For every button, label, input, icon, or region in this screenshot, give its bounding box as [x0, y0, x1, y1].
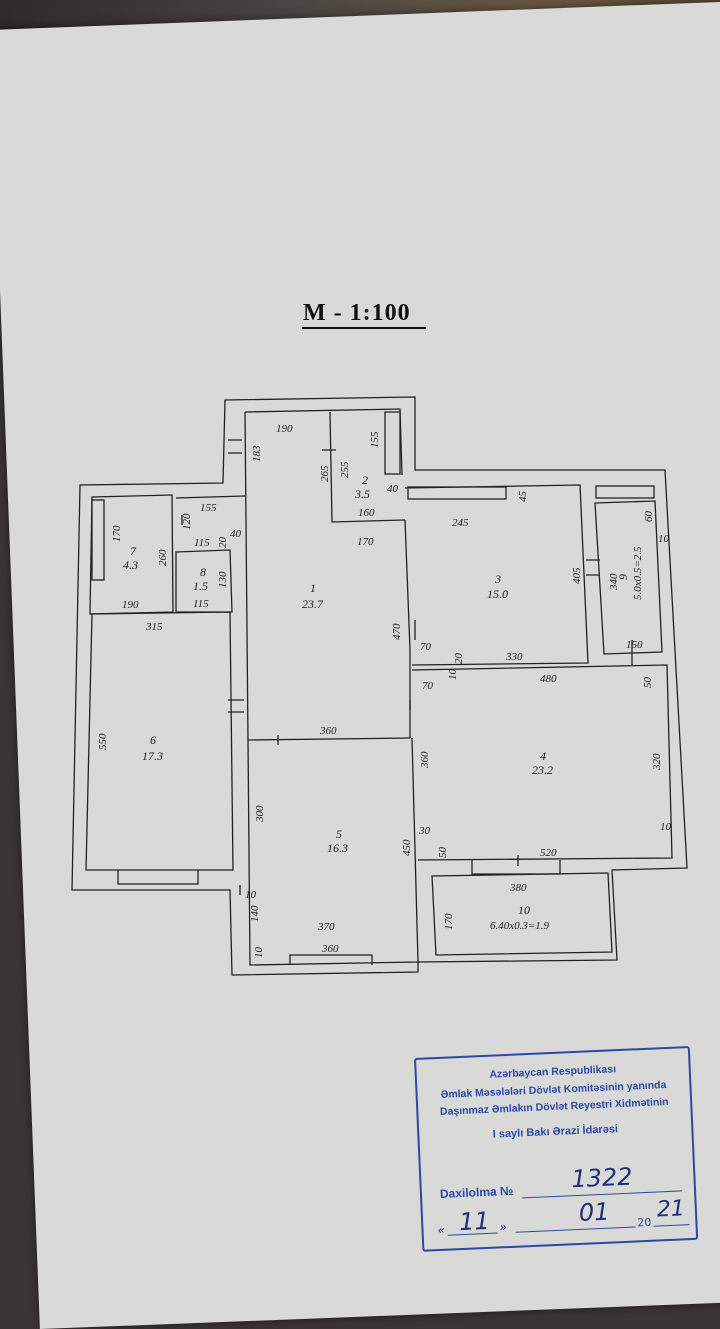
- dim-label: 550: [97, 733, 109, 750]
- year-prefix: 20: [637, 1215, 652, 1230]
- room-5-number: 5: [336, 827, 342, 841]
- dim-label: 70: [420, 641, 432, 653]
- stamp-line-4: I saylı Bakı Ərazi İdarəsi: [492, 1123, 619, 1141]
- dim-label: 265: [319, 465, 331, 482]
- room-7-area: 4.3: [123, 558, 138, 572]
- quote-close: »: [499, 1220, 508, 1235]
- room-6-area: 17.3: [142, 749, 163, 763]
- dim-label: 360: [321, 943, 339, 955]
- room-3-number: 3: [494, 572, 501, 586]
- date-year: 21: [656, 1196, 686, 1223]
- dim-label: 183: [251, 445, 263, 462]
- dim-label: 245: [452, 517, 469, 529]
- room-4-number: 4: [540, 749, 546, 763]
- dim-label: 360: [319, 725, 337, 737]
- dim-label: 140: [249, 905, 261, 922]
- dim-label: 10: [447, 669, 459, 681]
- dimension-labels: 190 183 265 255 155 40 160 170 245 45 60…: [97, 423, 672, 958]
- room-4-area: 23.2: [532, 763, 553, 777]
- dim-label: 60: [643, 511, 655, 523]
- dim-label: 10: [658, 533, 670, 545]
- scale-underline: [302, 327, 426, 329]
- dim-label: 70: [422, 680, 434, 692]
- dim-label: 170: [443, 913, 455, 930]
- registration-label: Daxilolma №: [439, 1183, 514, 1201]
- dim-label: 120: [181, 513, 193, 530]
- room-2-number: 2: [362, 473, 368, 487]
- dim-label: 130: [217, 571, 229, 588]
- room-1-area: 23.7: [302, 597, 324, 611]
- date-day: 11: [458, 1206, 491, 1237]
- outer-wall: [71, 396, 688, 976]
- dim-label: 380: [509, 882, 527, 894]
- room-9-number: 9: [616, 574, 630, 580]
- quote-open: «: [437, 1222, 446, 1238]
- room-6-number: 6: [150, 733, 156, 747]
- dim-label: 320: [651, 753, 663, 771]
- dim-label: 10: [660, 821, 672, 833]
- dim-label: 300: [254, 805, 266, 823]
- dim-label: 50: [437, 847, 449, 859]
- month-line: [515, 1226, 636, 1233]
- dim-label: 170: [357, 536, 374, 548]
- dim-label: 360: [419, 751, 431, 769]
- dim-label: 115: [194, 537, 210, 549]
- dim-label: 315: [145, 621, 163, 633]
- dim-label: 520: [540, 847, 557, 859]
- dim-label: 50: [642, 677, 654, 689]
- registration-stamp: Azərbaycan Respublikası Əmlak Məsələləri…: [414, 1045, 699, 1252]
- room-8-area: 1.5: [193, 579, 208, 593]
- room-8-number: 8: [200, 565, 206, 579]
- room-7-number: 7: [130, 544, 137, 558]
- dim-label: 450: [401, 839, 413, 856]
- floor-plan-document: M - 1:100: [71, 300, 699, 1252]
- room-3-area: 15.0: [487, 587, 508, 601]
- year-line: [653, 1224, 690, 1227]
- dim-label: 340: [608, 573, 620, 591]
- room-9-area: 5.0x0.5=2.5: [632, 546, 644, 600]
- registration-number: 1322: [570, 1162, 634, 1194]
- dim-label: 155: [369, 431, 381, 448]
- room-1-number: 1: [310, 581, 316, 595]
- room-2-area: 3.5: [354, 487, 370, 501]
- dim-label: 115: [193, 598, 209, 610]
- dim-label: 190: [276, 423, 293, 435]
- dim-label: 190: [122, 599, 139, 611]
- dim-label: 45: [517, 491, 529, 503]
- floor-plan: 1 23.7 2 3.5 3 15.0 4 23.2 5 16.3 6 17.3…: [71, 396, 688, 976]
- dim-label: 155: [200, 502, 217, 514]
- dim-label: 150: [626, 639, 643, 651]
- dim-label: 160: [358, 507, 375, 519]
- room-10-number: 10: [518, 903, 530, 917]
- dim-label: 20: [217, 537, 229, 549]
- date-month: 01: [578, 1197, 611, 1227]
- dim-label: 405: [571, 567, 583, 584]
- dim-label: 255: [339, 461, 351, 478]
- dim-label: 260: [157, 549, 169, 566]
- dim-label: 170: [111, 525, 123, 542]
- dim-label: 480: [540, 673, 557, 685]
- dim-label: 40: [387, 483, 399, 495]
- dim-label: 20: [453, 653, 465, 665]
- dim-label: 470: [391, 623, 403, 640]
- scale-label: M - 1:100: [303, 300, 411, 326]
- dim-label: 10: [245, 889, 257, 901]
- dim-label: 30: [418, 825, 431, 837]
- dim-label: 330: [505, 651, 523, 663]
- room-10-area: 6.40x0.3=1.9: [490, 920, 550, 932]
- room-5-area: 16.3: [327, 841, 348, 855]
- dim-label: 40: [230, 528, 242, 540]
- dim-label: 10: [253, 947, 265, 959]
- dim-label: 370: [317, 921, 335, 933]
